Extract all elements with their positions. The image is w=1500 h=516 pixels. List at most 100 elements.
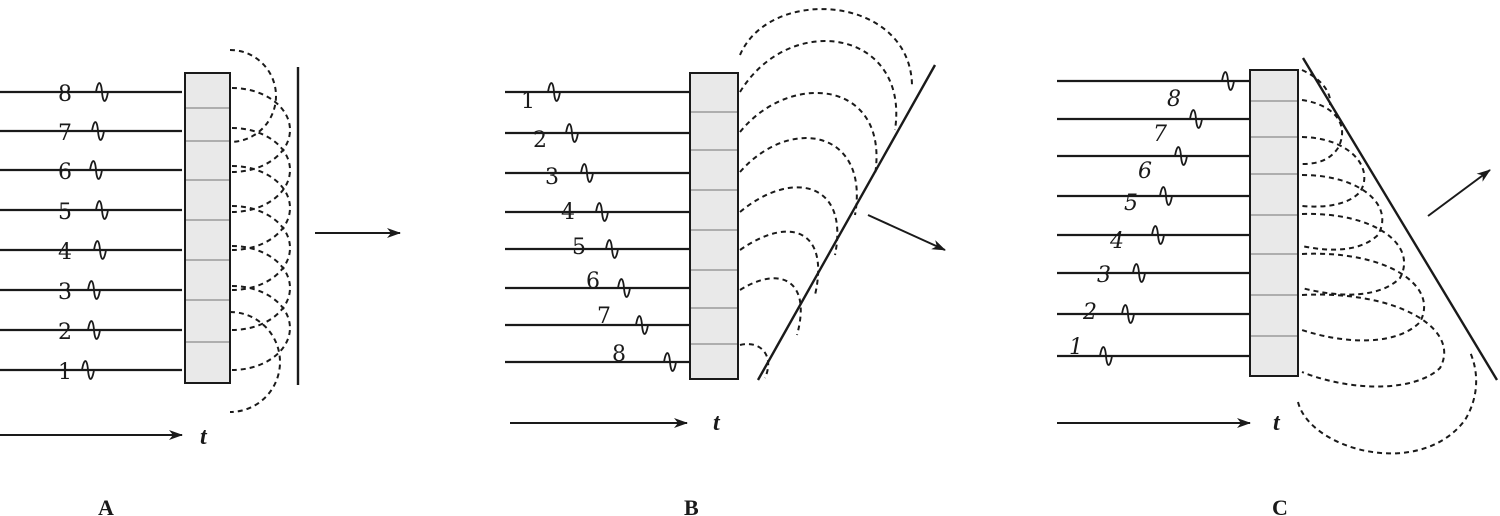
channel-number: 2 bbox=[533, 128, 547, 153]
pulse-icon bbox=[565, 123, 579, 143]
pulse-icon bbox=[91, 121, 105, 141]
pulse-icon bbox=[1132, 263, 1146, 283]
wavelet bbox=[739, 186, 839, 256]
channel-number: 6 bbox=[586, 269, 600, 294]
channel-number: 8 bbox=[1167, 87, 1181, 112]
array-body bbox=[184, 72, 231, 384]
channel-number: 2 bbox=[1082, 300, 1097, 325]
channel-number: 5 bbox=[1124, 191, 1138, 216]
channel-number: 6 bbox=[1138, 159, 1152, 184]
channel-number: 3 bbox=[58, 280, 72, 305]
panel-c-transducer-array bbox=[1249, 69, 1299, 377]
wavelet bbox=[231, 205, 291, 291]
pulse-icon bbox=[635, 315, 649, 335]
pulse-icon bbox=[1221, 71, 1235, 91]
wavelet bbox=[231, 165, 291, 251]
channel-number: 3 bbox=[545, 165, 559, 190]
pulse-icon bbox=[1159, 186, 1173, 206]
pulse-icon bbox=[95, 82, 109, 102]
channel-number: 1 bbox=[58, 360, 72, 385]
panel-b: 1 2 3 4 5 6 7 8 bbox=[505, 8, 946, 516]
wavelet bbox=[1301, 212, 1406, 296]
pulse-icon bbox=[605, 239, 619, 259]
panel-a-channel-numbers: 8 7 6 5 4 3 2 1 bbox=[58, 82, 72, 385]
channel-number: 6 bbox=[58, 160, 72, 185]
channel-number: 5 bbox=[58, 200, 72, 225]
wavelet bbox=[1301, 136, 1366, 208]
panel-a-pulses bbox=[81, 82, 109, 380]
pulse-icon bbox=[89, 160, 103, 180]
beam-direction-arrow bbox=[1427, 169, 1491, 217]
panel-b-channel-numbers: 1 2 3 4 5 6 7 8 bbox=[521, 89, 626, 367]
wavelet bbox=[231, 285, 291, 371]
wavelet bbox=[1301, 293, 1446, 388]
pulse-icon bbox=[81, 360, 95, 380]
time-axis-label: t bbox=[200, 424, 208, 450]
wavelet bbox=[739, 137, 858, 216]
pulse-icon bbox=[1189, 109, 1203, 129]
wavelet bbox=[231, 245, 291, 331]
pulse-icon bbox=[93, 240, 107, 260]
pulse-icon bbox=[595, 202, 609, 222]
wavelet bbox=[739, 40, 898, 131]
pulse-icon bbox=[547, 82, 561, 102]
pulse-icon bbox=[663, 352, 677, 372]
panel-label: C bbox=[1272, 495, 1288, 516]
panel-label: B bbox=[684, 495, 699, 516]
panel-b-wavelets bbox=[739, 8, 913, 379]
wavelet bbox=[739, 91, 878, 176]
channel-number: 5 bbox=[572, 235, 586, 260]
channel-number: 1 bbox=[1069, 335, 1083, 360]
channel-number: 7 bbox=[58, 121, 72, 146]
wavelet bbox=[1301, 252, 1426, 342]
wavelet bbox=[1297, 351, 1478, 455]
panel-a-wavelets bbox=[229, 49, 291, 413]
panel-label: A bbox=[98, 495, 114, 516]
pulse-icon bbox=[95, 200, 109, 220]
panel-c-channel-lines bbox=[1057, 79, 1250, 358]
panel-a-transducer-array bbox=[184, 72, 231, 384]
channel-number: 2 bbox=[58, 320, 72, 345]
panel-b-channel-lines bbox=[505, 90, 690, 364]
panel-c: 8 7 6 5 4 3 2 1 bbox=[1057, 57, 1499, 516]
channel-number: 8 bbox=[58, 82, 72, 107]
array-body bbox=[689, 72, 739, 380]
channel-number: 3 bbox=[1097, 263, 1111, 288]
wavelet bbox=[229, 311, 281, 413]
panel-b-pulses bbox=[547, 82, 677, 372]
wavefront-line bbox=[756, 64, 937, 381]
channel-number: 4 bbox=[58, 240, 72, 265]
panel-a: 8 7 6 5 4 3 2 1 bbox=[0, 49, 401, 516]
channel-number: 4 bbox=[1109, 229, 1124, 254]
pulse-icon bbox=[1099, 346, 1113, 366]
pulse-icon bbox=[1174, 146, 1188, 166]
wavelet bbox=[1301, 99, 1344, 165]
channel-number: 4 bbox=[561, 200, 575, 225]
wavelet bbox=[1301, 69, 1332, 106]
wavelet bbox=[1301, 174, 1384, 251]
panel-c-channel-numbers: 8 7 6 5 4 3 2 1 bbox=[1069, 87, 1181, 360]
wavelet bbox=[231, 127, 291, 213]
pulse-icon bbox=[87, 280, 101, 300]
wavelet bbox=[739, 230, 820, 296]
array-body bbox=[1249, 69, 1299, 377]
time-axis-label: t bbox=[713, 410, 721, 436]
channel-number: 1 bbox=[521, 89, 535, 114]
wavefront-line bbox=[1301, 57, 1499, 381]
channel-number: 8 bbox=[612, 342, 626, 367]
channel-number: 7 bbox=[597, 304, 611, 329]
panel-a-channel-lines bbox=[0, 90, 182, 372]
channel-number: 7 bbox=[1153, 122, 1167, 147]
wavelet bbox=[229, 49, 277, 143]
beam-direction-arrow bbox=[867, 214, 946, 251]
pulse-icon bbox=[87, 320, 101, 340]
pulse-icon bbox=[1151, 225, 1165, 245]
time-axis-label: t bbox=[1273, 410, 1281, 436]
panel-b-transducer-array bbox=[689, 72, 739, 380]
pulse-icon bbox=[580, 163, 594, 183]
wavelet bbox=[739, 277, 802, 336]
wavelet bbox=[739, 8, 913, 86]
pulse-icon bbox=[1121, 304, 1135, 324]
wavelet bbox=[739, 343, 770, 379]
